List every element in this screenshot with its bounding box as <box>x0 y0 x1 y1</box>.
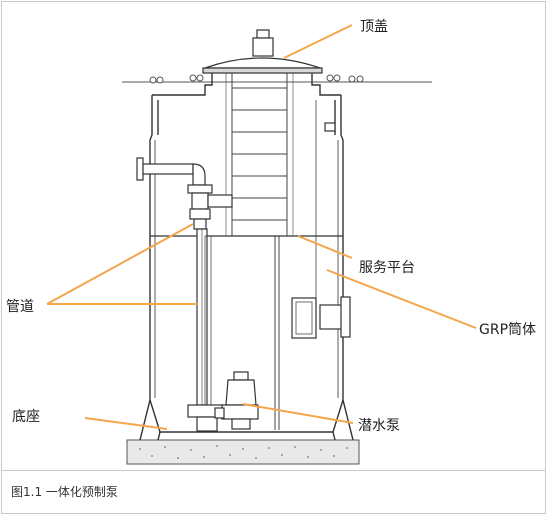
caption-bar <box>1 470 546 515</box>
label-grp-body: GRP筒体 <box>479 322 537 338</box>
leader-lines <box>46 24 477 430</box>
guide-rail <box>274 100 317 430</box>
label-pipe: 管道 <box>6 299 34 315</box>
ground-line <box>122 74 432 84</box>
submersible-pump-drawing <box>214 371 259 430</box>
label-service-platform: 服务平台 <box>359 260 415 276</box>
ladder <box>225 73 294 236</box>
figure-caption: 图1.1 一体化预制泵 <box>11 485 118 499</box>
top-cover-drawing <box>202 29 323 74</box>
outlet-flange <box>291 122 351 339</box>
label-base: 底座 <box>12 409 40 425</box>
label-top-cover: 顶盖 <box>360 19 388 35</box>
concrete-base <box>126 439 360 465</box>
pipe-system <box>136 157 233 432</box>
grp-cylinder <box>139 70 354 441</box>
label-submersible-pump: 潜水泵 <box>358 418 400 434</box>
